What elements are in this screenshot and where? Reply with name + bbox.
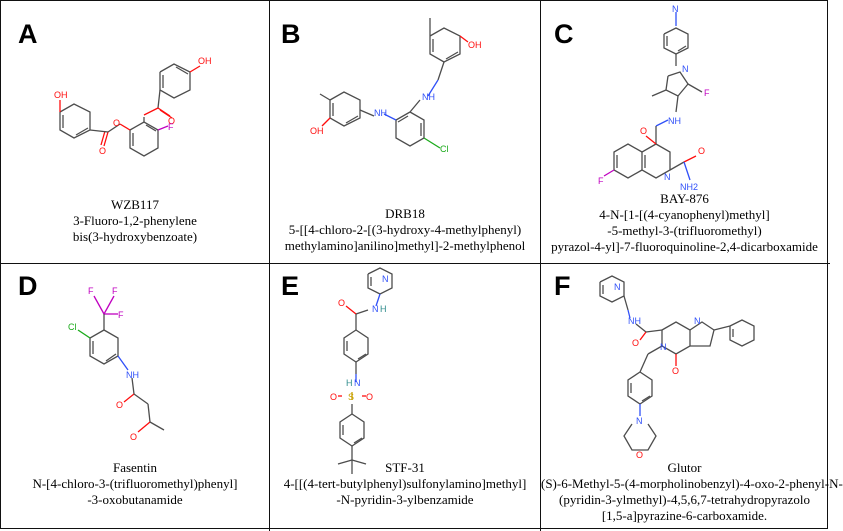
iupac-line: pyrazol-4-yl]-7-fluoroquinoline-2,4-dica… [551, 239, 818, 254]
molecule-drb18: OH NH NH Cl OH [310, 18, 482, 154]
caption-a: WZB117 3-Fluoro-1,2-phenylene bis(3-hydr… [0, 197, 270, 245]
atom-label: OH [310, 126, 324, 136]
iupac-line: [1,5-a]pyrazine-6-carboxamide. [601, 508, 768, 523]
iupac-line: 5-[[4-chloro-2-[(3-hydroxy-4-methylpheny… [288, 222, 522, 237]
iupac-line: bis(3-hydroxybenzoate) [72, 229, 198, 244]
atom-label: NH [374, 108, 387, 118]
caption-b: DRB18 5-[[4-chloro-2-[(3-hydroxy-4-methy… [270, 206, 540, 254]
compound-name: DRB18 [385, 206, 425, 221]
atom-label: O [116, 400, 123, 410]
caption-f: Glutor (S)-6-Methyl-5-(4-morpholinobenzy… [541, 460, 843, 524]
caption-e: STF-31 4-[[(4-tert-butylphenyl)sulfonyla… [270, 460, 540, 508]
atom-label: O [130, 432, 137, 442]
atom-label: OH [54, 90, 68, 100]
panel-letter: C [554, 19, 574, 49]
iupac-line: N-[4-chloro-3-(trifluoromethyl)phenyl] [32, 476, 238, 491]
atom-label: N [694, 316, 701, 326]
iupac-line: methylamino]anilino]methyl]-2-methylphen… [284, 238, 526, 253]
atom-label: H [380, 304, 387, 314]
panel-letter: F [554, 271, 571, 301]
atom-label: O [99, 146, 106, 156]
compound-name: WZB117 [111, 197, 159, 212]
panel-letter: E [281, 271, 300, 301]
atom-label: OH [198, 56, 212, 66]
column-divider-1 [269, 0, 270, 531]
atom-label: F [598, 176, 604, 186]
panel-letter: D [18, 271, 38, 301]
iupac-line: -3-oxobutanamide [87, 492, 183, 507]
compound-name: Fasentin [112, 460, 158, 475]
atom-label: Cl [68, 322, 77, 332]
atom-label: NH [668, 116, 681, 126]
atom-label: N [614, 282, 621, 292]
panel-letter: B [281, 19, 301, 49]
molecule-bay-876: N N F NH O F N O NH2 [598, 4, 710, 192]
atom-label: S [348, 392, 354, 402]
atom-label: F [704, 88, 710, 98]
iupac-line: 3-Fluoro-1,2-phenylene [73, 213, 197, 228]
atom-label: N [382, 274, 389, 284]
atom-label: N [660, 342, 667, 352]
caption-d: Fasentin N-[4-chloro-3-(trifluoromethyl)… [0, 460, 270, 508]
atom-label: O [168, 116, 175, 126]
atom-label: F [112, 286, 118, 296]
caption-c: BAY-876 4-N-[1-[(4-cyanophenyl)methyl] -… [541, 191, 828, 255]
atom-label: NH [422, 92, 435, 102]
figure-border [0, 0, 828, 529]
compound-name: STF-31 [385, 460, 425, 475]
iupac-line: (pyridin-3-ylmethyl)-4,5,6,7-tetrahydrop… [559, 492, 810, 507]
compound-name: BAY-876 [660, 191, 709, 206]
atom-label: N [672, 4, 679, 14]
panel-letter: A [18, 19, 38, 49]
iupac-line: -5-methyl-3-(trifluoromethyl) [607, 223, 762, 238]
molecule-wzb117: OH O F O O OH [54, 56, 212, 157]
atom-label: NH [126, 370, 139, 380]
atom-label: O [366, 392, 373, 402]
atom-label: O [632, 338, 639, 348]
atom-label: O [113, 118, 120, 128]
atom-label: H [346, 378, 353, 388]
atom-label: O [330, 392, 337, 402]
atom-label: O [636, 450, 643, 460]
atom-label: F [88, 286, 94, 296]
atom-label: NH2 [680, 182, 698, 192]
atom-label: NH [628, 316, 641, 326]
compound-name: Glutor [667, 460, 702, 475]
column-divider-2 [540, 0, 541, 531]
atom-label: F [168, 122, 174, 132]
atom-label: O [640, 126, 647, 136]
atom-label: OH [468, 40, 482, 50]
iupac-line: 4-N-[1-[(4-cyanophenyl)methyl] [599, 207, 770, 222]
atom-label: O [338, 298, 345, 308]
iupac-line: (S)-6-Methyl-5-(4-morpholinobenzyl)-4-ox… [541, 476, 843, 491]
atom-label: N [636, 416, 643, 426]
atom-label: O [672, 366, 679, 376]
atom-label: O [698, 146, 705, 156]
atom-label: N [354, 378, 361, 388]
atom-label: N [682, 64, 689, 74]
atom-label: N [664, 172, 671, 182]
row-divider [0, 263, 830, 264]
atom-label: F [118, 310, 124, 320]
iupac-line: 4-[[(4-tert-butylphenyl)sulfonylamino]me… [283, 476, 527, 491]
iupac-line: -N-pyridin-3-ylbenzamide [336, 492, 474, 507]
atom-label: Cl [440, 144, 449, 154]
molecule-fasentin: F F F Cl NH O O [68, 286, 165, 442]
atom-label: N [372, 304, 379, 314]
